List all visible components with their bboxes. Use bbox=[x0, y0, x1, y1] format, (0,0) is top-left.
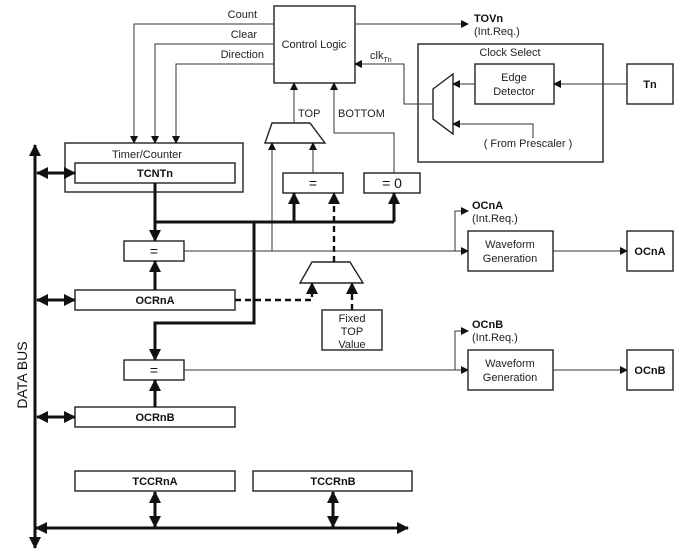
bottom-label: BOTTOM bbox=[338, 108, 385, 120]
clock-mux bbox=[432, 72, 454, 136]
tn-pin bbox=[626, 63, 674, 105]
fixed-top-label-3: Value bbox=[338, 339, 365, 351]
ocna-pin-label: OCnA bbox=[634, 246, 665, 258]
waveform-b-label-2: Generation bbox=[483, 372, 537, 384]
control-logic-label: Control Logic bbox=[282, 39, 347, 51]
clk-signal bbox=[354, 60, 433, 105]
data-bus bbox=[29, 144, 409, 549]
prescaler-signal bbox=[452, 120, 534, 138]
top-select-mux bbox=[298, 261, 365, 284]
ocrna-label: OCRnA bbox=[135, 295, 174, 307]
control-logic-block: Control Logic bbox=[273, 5, 356, 84]
direction-signal bbox=[172, 63, 274, 144]
tcnt-register: TCNTn bbox=[137, 168, 173, 180]
ocna-int-req: (Int.Req.) bbox=[472, 213, 518, 225]
compare-a-label: = bbox=[150, 243, 158, 259]
tov-label: TOVn bbox=[474, 13, 503, 25]
fixed-top-label-2: TOP bbox=[341, 326, 363, 338]
waveform-generation-b bbox=[467, 349, 554, 391]
fixed-top-label-1: Fixed bbox=[339, 313, 366, 325]
top-label: TOP bbox=[298, 108, 320, 120]
clear-label: Clear bbox=[231, 29, 258, 41]
count-signal bbox=[130, 23, 274, 144]
top-mux bbox=[264, 122, 327, 144]
clock-select-label: Clock Select bbox=[479, 47, 540, 59]
fixed-top-value-block bbox=[321, 309, 383, 351]
edge-detector-label-2: Detector bbox=[493, 86, 535, 98]
ocnb-pin-label: OCnB bbox=[634, 365, 665, 377]
bottom-compare-label: = 0 bbox=[382, 175, 402, 191]
prescaler-label: ( From Prescaler ) bbox=[484, 138, 573, 150]
ocnb-pin bbox=[626, 349, 674, 391]
compare-b-label: = bbox=[150, 362, 158, 378]
timer-counter-label: Timer/Counter bbox=[112, 149, 182, 161]
tn-label: Tn bbox=[643, 79, 657, 91]
tccrnb-label: TCCRnB bbox=[310, 476, 355, 488]
data-bus-label: DATA BUS bbox=[14, 341, 30, 408]
ocna-flag-label: OCnA bbox=[472, 200, 503, 212]
bottom-signal bbox=[330, 82, 395, 173]
top-compare-label: = bbox=[309, 175, 317, 191]
ocnb-int-req: (Int.Req.) bbox=[472, 332, 518, 344]
waveform-b-label-1: Waveform bbox=[485, 358, 535, 370]
count-label: Count bbox=[228, 9, 257, 21]
edge-detector-block bbox=[474, 63, 555, 105]
ocrnb-label: OCRnB bbox=[135, 412, 174, 424]
clock-select-block: Clock Select Edge Detector ( From Presca… bbox=[417, 43, 604, 163]
clk-label: clkTn bbox=[370, 50, 392, 64]
ocna-pin bbox=[626, 230, 674, 272]
tccrna-label: TCCRnA bbox=[132, 476, 177, 488]
waveform-a-label-1: Waveform bbox=[485, 239, 535, 251]
tov-int-req: (Int.Req.) bbox=[474, 26, 520, 38]
ocnb-flag-label: OCnB bbox=[472, 319, 503, 331]
waveform-a-label-2: Generation bbox=[483, 253, 537, 265]
direction-label: Direction bbox=[221, 49, 264, 61]
clear-signal bbox=[151, 43, 274, 144]
waveform-generation-a bbox=[467, 230, 554, 272]
edge-detector-label-1: Edge bbox=[501, 72, 527, 84]
